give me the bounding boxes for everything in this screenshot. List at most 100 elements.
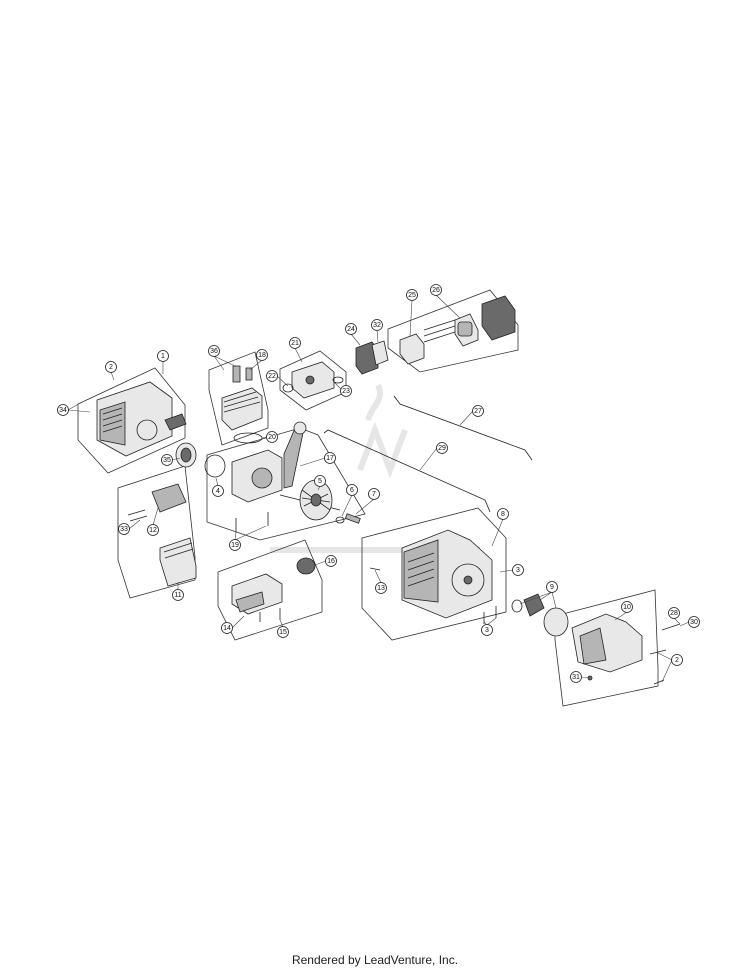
callout-number: 2 (109, 364, 113, 371)
callout-number: 36 (210, 348, 218, 355)
callout-number: 27 (474, 408, 482, 415)
callout-14[interactable]: 14 (221, 622, 233, 634)
callout-circle (497, 508, 509, 520)
callout-15[interactable]: 15 (277, 626, 289, 638)
callout-36[interactable]: 36 (208, 345, 220, 357)
callout-2[interactable]: 2 (671, 654, 683, 666)
callout-number: 25 (408, 292, 416, 299)
callout-circle (229, 539, 241, 551)
callout-circle (325, 555, 337, 567)
callout-number: 14 (223, 625, 231, 632)
callout-13[interactable]: 13 (375, 582, 387, 594)
callout-28[interactable]: 28 (668, 607, 680, 619)
callout-27[interactable]: 27 (472, 405, 484, 417)
frame-fuel-tank (217, 539, 323, 641)
callout-circle (481, 624, 493, 636)
callout-29[interactable]: 29 (436, 442, 448, 454)
muffler (127, 483, 197, 587)
callout-number: 22 (268, 373, 276, 380)
callout-number: 15 (279, 629, 287, 636)
callout-circle (118, 523, 130, 535)
bolts (235, 512, 269, 532)
callout-number: 2 (675, 657, 679, 664)
callout-circle (57, 404, 69, 416)
callout-10[interactable]: 10 (621, 601, 633, 613)
ignition-wire (323, 429, 491, 513)
callout-circle (324, 452, 336, 464)
callout-circle (157, 350, 169, 362)
callout-number: 17 (326, 455, 334, 462)
callout-22[interactable]: 22 (266, 370, 278, 382)
callout-number: 32 (373, 322, 381, 329)
callout-35[interactable]: 35 (161, 454, 173, 466)
frame-cylinder (208, 351, 269, 446)
callout-19[interactable]: 19 (229, 539, 241, 551)
callout-number: 29 (438, 445, 446, 452)
callout-23[interactable]: 23 (340, 385, 352, 397)
callout-6[interactable]: 6 (346, 484, 358, 496)
leadventure-logo-watermark (270, 383, 480, 553)
callout-circle (256, 349, 268, 361)
callout-circle (105, 361, 117, 373)
o-ring (233, 432, 263, 444)
callout-9[interactable]: 9 (546, 581, 558, 593)
callout-24[interactable]: 24 (345, 323, 357, 335)
callout-20[interactable]: 20 (266, 431, 278, 443)
callout-circle (688, 616, 700, 628)
callout-circle (546, 581, 558, 593)
callout-30[interactable]: 30 (688, 616, 700, 628)
callout-8[interactable]: 8 (497, 508, 509, 520)
callout-4[interactable]: 4 (212, 485, 224, 497)
callout-1[interactable]: 1 (157, 350, 169, 362)
callout-12[interactable]: 12 (147, 524, 159, 536)
callout-circle (406, 289, 418, 301)
crankcase (204, 421, 341, 511)
callout-18[interactable]: 18 (256, 349, 268, 361)
callout-11[interactable]: 11 (172, 589, 184, 601)
cylinder (221, 365, 263, 431)
frame-gearhead (554, 589, 659, 707)
callout-number: 20 (268, 434, 276, 441)
callout-16[interactable]: 16 (325, 555, 337, 567)
callout-2[interactable]: 2 (105, 361, 117, 373)
callout-circle (147, 524, 159, 536)
callout-5[interactable]: 5 (314, 475, 326, 487)
callout-31[interactable]: 31 (570, 671, 582, 683)
callout-7[interactable]: 7 (368, 488, 380, 500)
callout-number: 1 (161, 353, 165, 360)
frame-carburetor (387, 289, 519, 373)
callout-circle (266, 431, 278, 443)
callout-number: 33 (120, 526, 128, 533)
callout-circle (436, 442, 448, 454)
callout-circle (570, 671, 582, 683)
callout-number: 10 (623, 604, 631, 611)
callout-circle (345, 323, 357, 335)
frame-starter (361, 507, 507, 641)
callout-circle (671, 654, 683, 666)
callout-number: 9 (550, 584, 554, 591)
callout-3[interactable]: 3 (512, 564, 524, 576)
callout-circle (512, 564, 524, 576)
callout-number: 28 (670, 610, 678, 617)
gearhead (571, 613, 681, 685)
carburetor (355, 340, 389, 375)
callout-34[interactable]: 34 (57, 404, 69, 416)
callout-3[interactable]: 3 (481, 624, 493, 636)
callout-32[interactable]: 32 (371, 319, 383, 331)
callout-circle (346, 484, 358, 496)
callout-circle (472, 405, 484, 417)
callout-26[interactable]: 26 (430, 284, 442, 296)
callout-circle (430, 284, 442, 296)
callout-number: 21 (291, 340, 299, 347)
callout-number: 7 (372, 491, 376, 498)
callout-33[interactable]: 33 (118, 523, 130, 535)
callout-25[interactable]: 25 (406, 289, 418, 301)
callout-circle (368, 488, 380, 500)
throttle-cable (393, 395, 533, 461)
callout-21[interactable]: 21 (289, 337, 301, 349)
callout-17[interactable]: 17 (324, 452, 336, 464)
intake-manifold (282, 361, 344, 399)
callout-number: 24 (347, 326, 355, 333)
callout-number: 19 (231, 542, 239, 549)
